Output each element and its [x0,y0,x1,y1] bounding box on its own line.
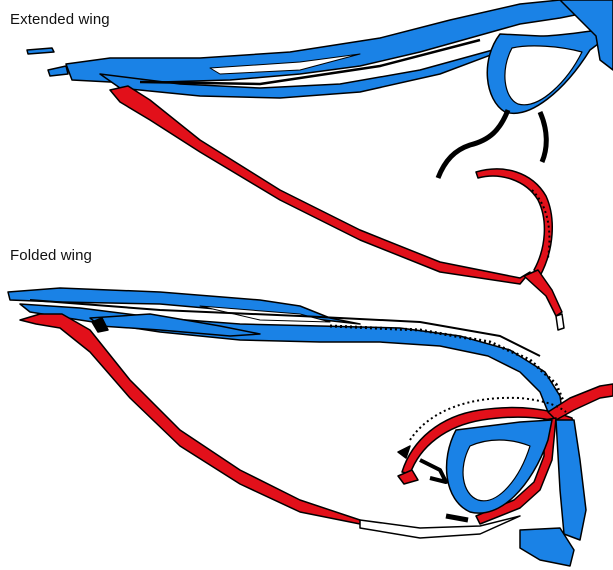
extended-wing [27,0,613,330]
extended-red-arm [476,169,552,276]
extended-tip-fragment-bottom [48,66,68,76]
extended-tip-fragment-top [27,48,54,54]
extended-hinge-tip [556,314,564,330]
folded-wing [8,288,613,566]
extended-red-hinge [524,270,562,316]
folded-red-trailing-vein [20,314,370,526]
folded-white-trailing [360,516,520,538]
folded-red-arc-left [398,470,418,484]
folded-base-loop-hole [463,440,530,501]
folded-black-tendon-1 [420,460,446,482]
extended-black-tendon-2 [540,112,546,162]
folded-black-tendon-2 [446,516,468,520]
extended-black-tendon-1 [438,110,508,178]
folded-shoulder [556,420,586,540]
extended-red-trailing-vein [110,86,530,284]
